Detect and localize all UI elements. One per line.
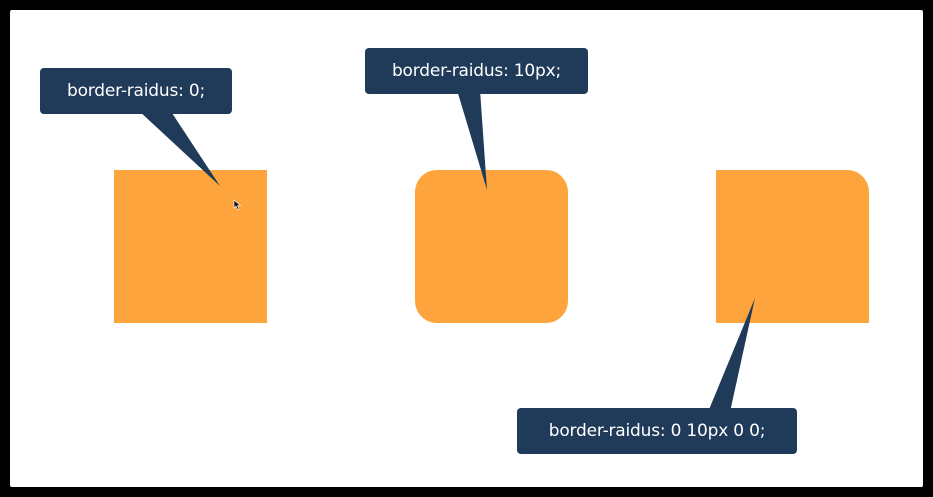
callout-pointers (138, 90, 755, 412)
square-no-radius (114, 170, 267, 323)
square-all-corners-radius (415, 170, 568, 323)
callout-3-pointer (708, 298, 755, 412)
square-top-right-radius (716, 170, 869, 323)
callout-1-pointer (138, 110, 220, 186)
slide-canvas: border-raidus: 0; border-raidus: 10px; b… (10, 10, 923, 487)
callout-label-border-radius-10px: border-raidus: 10px; (365, 48, 588, 94)
callout-label-border-radius-0: border-raidus: 0; (40, 68, 232, 114)
callout-label-border-radius-top-right: border-raidus: 0 10px 0 0; (517, 408, 797, 454)
mouse-pointer-icon (233, 199, 242, 210)
callout-2-pointer (457, 90, 487, 190)
